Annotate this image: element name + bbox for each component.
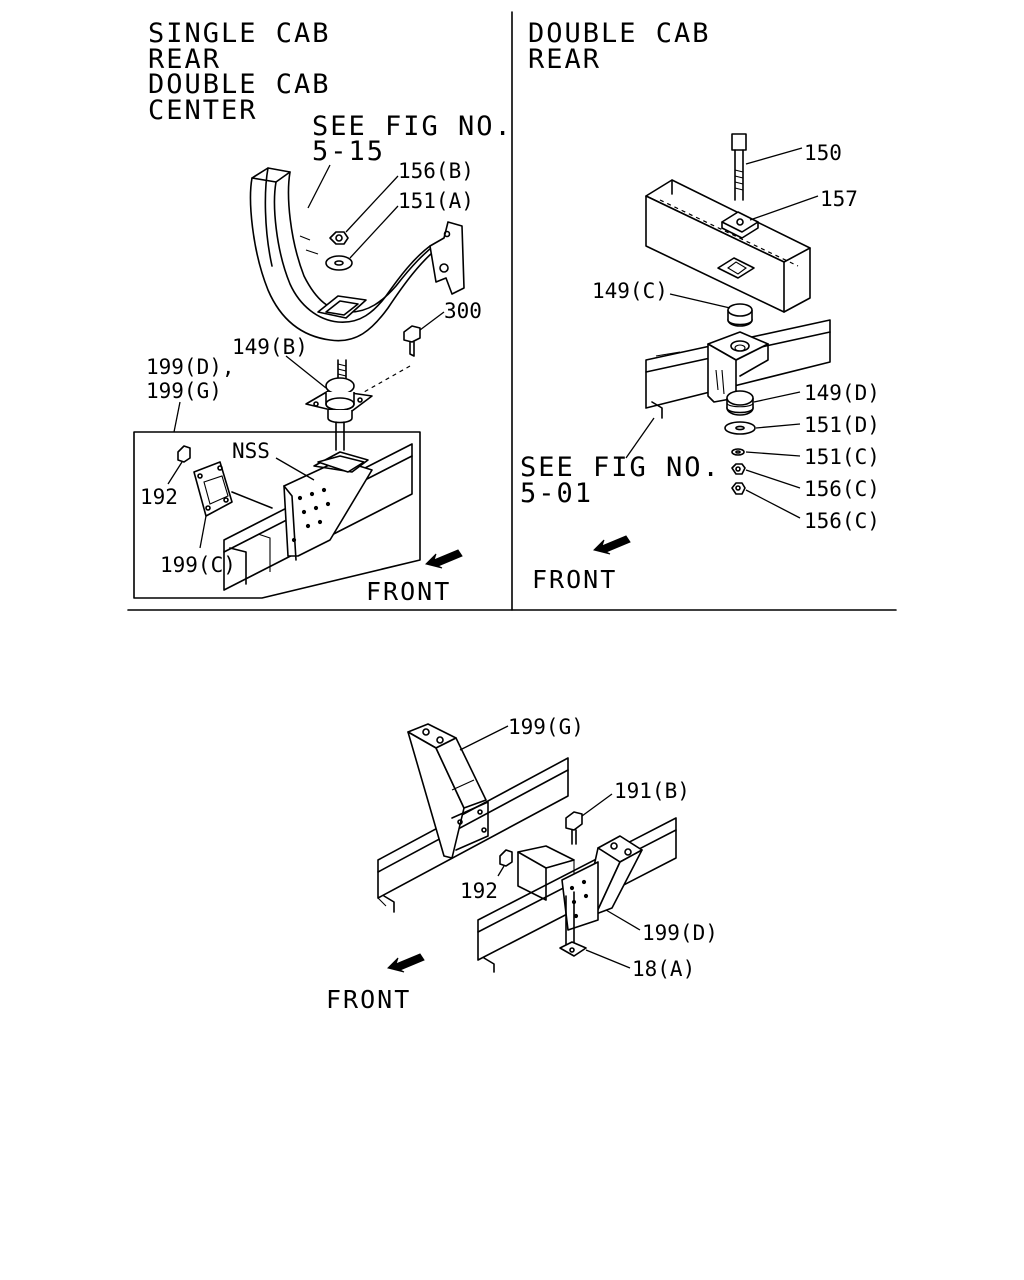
leader-151c — [745, 451, 801, 457]
right-panel: DOUBLE CAB REAR 150 157 — [520, 18, 880, 594]
leader-192-left — [167, 461, 183, 485]
leader-150 — [745, 147, 803, 165]
label-151a: 151(A) — [398, 189, 474, 213]
bolt-191b — [565, 811, 583, 845]
washer-151d — [724, 421, 756, 435]
nut-192-left — [177, 445, 191, 463]
leader-18a — [585, 949, 631, 969]
right-header-line-2: REAR — [528, 44, 601, 75]
leader-156c-1 — [745, 469, 801, 489]
leader-191b — [581, 793, 613, 817]
left-see-fig-line-2: 5-15 — [312, 136, 385, 167]
nut-156c-1 — [731, 463, 746, 475]
front-label-right: FRONT — [532, 565, 617, 594]
front-label-left: FRONT — [366, 577, 451, 606]
right-header-line-1: DOUBLE CAB — [528, 18, 711, 49]
label-149d: 149(D) — [804, 381, 880, 405]
panel-dividers — [127, 11, 897, 611]
leader-149b — [285, 355, 327, 389]
left-header-line-2: REAR — [148, 44, 221, 75]
label-199g-bottom: 199(G) — [508, 715, 584, 739]
cab-mount-149d — [726, 390, 754, 416]
left-inset-box — [133, 431, 421, 599]
leader-nss — [275, 457, 315, 481]
right-see-fig-line-1: SEE FIG NO. — [520, 452, 721, 483]
left-header-line-3: DOUBLE CAB — [148, 69, 331, 100]
leader-199c — [199, 515, 207, 549]
label-157: 157 — [820, 187, 858, 211]
plate-199c — [193, 461, 273, 517]
left-see-fig-line-1: SEE FIG NO. — [312, 111, 513, 142]
left-panel: SINGLE CAB REAR DOUBLE CAB CENTER SEE FI… — [133, 18, 513, 606]
cab-mount-149b — [305, 359, 373, 424]
leader-149c — [669, 293, 731, 309]
bolt-150 — [731, 133, 747, 201]
bottom-assembly: 199(G) 191(B) — [326, 715, 718, 1014]
nut-156b — [329, 231, 349, 245]
bracket-199d — [561, 835, 643, 931]
frame-rail-right — [645, 319, 831, 419]
label-151d: 151(D) — [804, 413, 880, 437]
label-151c: 151(C) — [804, 445, 880, 469]
label-199g: 199(G) — [146, 379, 222, 403]
cab-floor-bracket — [249, 167, 465, 342]
label-300: 300 — [444, 299, 482, 323]
bottom-frame-rail-upper — [377, 757, 569, 913]
leader-300 — [419, 311, 445, 331]
leader-199dg — [173, 401, 181, 433]
label-18a: 18(A) — [632, 957, 695, 981]
nut-192-bottom — [499, 849, 513, 867]
label-156c-2: 156(C) — [804, 509, 880, 533]
leader-156b — [345, 175, 399, 233]
label-149b: 149(B) — [232, 335, 308, 359]
nut-156c-2 — [731, 482, 746, 495]
washer-151c — [731, 448, 745, 456]
washer-151a — [325, 255, 353, 271]
leader-156c-2 — [745, 489, 801, 519]
leader-157 — [749, 195, 819, 221]
strap-18a — [559, 891, 587, 957]
label-149c: 149(C) — [592, 279, 668, 303]
label-199c: 199(C) — [160, 553, 236, 577]
left-see-fig-leader — [307, 164, 331, 209]
label-192-bottom: 192 — [460, 879, 498, 903]
cab-crossmember — [645, 179, 811, 313]
leader-192-bottom — [497, 865, 505, 877]
leader-199g — [459, 725, 509, 751]
frame-bracket-nss — [283, 451, 373, 561]
cab-mount-149c — [727, 303, 753, 327]
label-156c-1: 156(C) — [804, 477, 880, 501]
leader-151d — [755, 423, 801, 429]
leader-151a — [349, 205, 399, 259]
label-199d-bottom: 199(D) — [642, 921, 718, 945]
label-nss: NSS — [232, 439, 270, 463]
leader-199d — [605, 909, 641, 931]
right-see-fig-line-2: 5-01 — [520, 478, 593, 509]
bracket-199g — [407, 723, 489, 859]
label-199d: 199(D), — [146, 355, 235, 379]
leader-149d — [753, 391, 801, 403]
front-label-bottom: FRONT — [326, 985, 411, 1014]
front-arrow-right-icon — [593, 535, 631, 555]
label-192-left: 192 — [140, 485, 178, 509]
label-156b: 156(B) — [398, 159, 474, 183]
front-arrow-left-icon — [425, 549, 463, 569]
mount-alignment-line — [335, 421, 345, 451]
left-header-line-4: CENTER — [148, 95, 258, 126]
right-see-fig-leader — [625, 417, 655, 459]
bolt-300-path — [363, 365, 411, 393]
label-150: 150 — [804, 141, 842, 165]
bolt-300 — [403, 325, 421, 357]
left-header-line-1: SINGLE CAB — [148, 18, 331, 49]
front-arrow-bottom-icon — [387, 953, 425, 973]
label-191b: 191(B) — [614, 779, 690, 803]
